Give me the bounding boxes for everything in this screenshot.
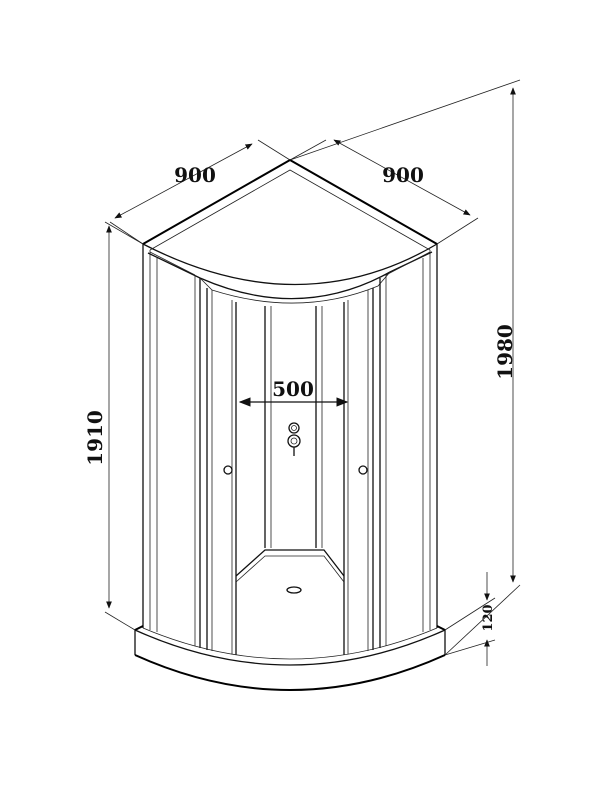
- dimension-total-height: [289, 79, 521, 656]
- dimension-width-right: [289, 139, 479, 245]
- shower-tray: [134, 586, 446, 691]
- dimension-cabin-height: [104, 221, 144, 631]
- label-total-height: 1980: [493, 324, 517, 380]
- dimension-tray-height: [444, 572, 496, 666]
- right-side-panel: [379, 244, 438, 648]
- shower-mixer-icon: [287, 422, 301, 456]
- right-door-handle-icon: [358, 465, 368, 475]
- label-width-right: 900: [382, 163, 424, 187]
- left-sliding-door: [206, 288, 237, 655]
- shower-cabin: [134, 158, 446, 691]
- right-sliding-door: [343, 288, 374, 655]
- dimension-lines: [104, 79, 521, 666]
- label-cabin-height: 1910: [83, 410, 107, 466]
- label-tray-height: 120: [481, 604, 496, 631]
- drain-icon: [286, 586, 302, 594]
- left-side-panel: [142, 244, 201, 648]
- dimension-width-left: [109, 139, 291, 245]
- left-door-handle-icon: [223, 465, 233, 475]
- label-door-opening: 500: [272, 377, 314, 401]
- dimension-labels: 900 900 500 1980 1910 120: [83, 163, 517, 632]
- label-width-left: 900: [174, 163, 216, 187]
- back-wall: [235, 306, 345, 583]
